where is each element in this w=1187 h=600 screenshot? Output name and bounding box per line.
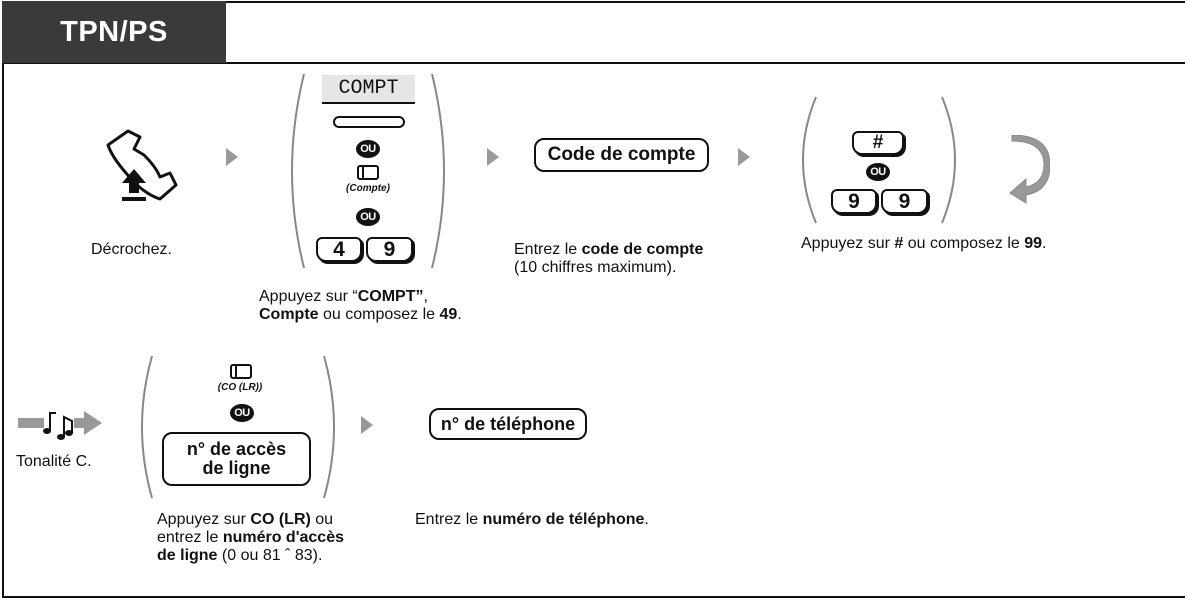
tone-signal-icon bbox=[18, 411, 102, 440]
arrow-right-icon bbox=[738, 148, 750, 166]
step7-caption: Entrez le numéro de téléphone. bbox=[415, 511, 649, 528]
lcd-compt-display: COMPT bbox=[322, 75, 415, 104]
co-lr-label: (CO (LR)) bbox=[217, 382, 263, 393]
continue-curved-arrow-icon bbox=[1009, 135, 1050, 204]
ou-badge: OU bbox=[866, 163, 890, 181]
key-4[interactable]: 4 bbox=[316, 237, 362, 262]
arrow-right-icon bbox=[226, 148, 238, 166]
arrow-right-icon bbox=[361, 416, 373, 434]
ou-badge: OU bbox=[356, 140, 380, 158]
page-title: TPN/PS bbox=[2, 1, 226, 63]
step3-caption: Entrez le code de compte (10 chiffres ma… bbox=[514, 241, 704, 276]
header-bar bbox=[2, 1, 1185, 64]
phone-number-button[interactable]: n° de téléphone bbox=[429, 408, 587, 440]
right-paren-icon bbox=[323, 355, 335, 499]
code-de-compte-button[interactable]: Code de compte bbox=[534, 138, 709, 172]
right-paren-icon bbox=[941, 96, 956, 224]
step4-caption: Appuyez sur # ou composez le 99. bbox=[801, 235, 1047, 252]
key-9[interactable]: 9 bbox=[831, 189, 877, 214]
handset-offhook-icon bbox=[106, 129, 178, 201]
left-paren-icon bbox=[141, 355, 153, 499]
key-9[interactable]: 9 bbox=[881, 189, 928, 214]
key-hash[interactable]: # bbox=[852, 131, 904, 155]
left-paren-icon bbox=[291, 73, 305, 269]
co-button-icon[interactable] bbox=[230, 364, 252, 379]
arrow-right-icon bbox=[487, 148, 499, 166]
ou-badge: OU bbox=[230, 404, 254, 422]
compte-label: (Compte) bbox=[346, 183, 390, 194]
step6-caption: Appuyez sur CO (LR) ou entrez le numéro … bbox=[157, 511, 344, 564]
step2-caption: Appuyez sur “COMPT”, Compte ou composez … bbox=[259, 288, 462, 323]
step1-caption: Décrochez. bbox=[91, 241, 172, 258]
right-paren-icon bbox=[431, 73, 445, 269]
button-line1: n° de accès bbox=[186, 439, 287, 459]
ou-badge: OU bbox=[356, 208, 380, 226]
line-access-number-button[interactable]: n° de accès de ligne bbox=[162, 432, 311, 486]
left-paren-icon bbox=[802, 96, 817, 224]
step5-caption: Tonalité C. bbox=[16, 453, 92, 470]
button-line2: de ligne bbox=[202, 458, 271, 478]
flexible-button-icon[interactable] bbox=[357, 165, 379, 180]
key-9[interactable]: 9 bbox=[366, 237, 413, 262]
soft-button[interactable] bbox=[333, 116, 405, 128]
